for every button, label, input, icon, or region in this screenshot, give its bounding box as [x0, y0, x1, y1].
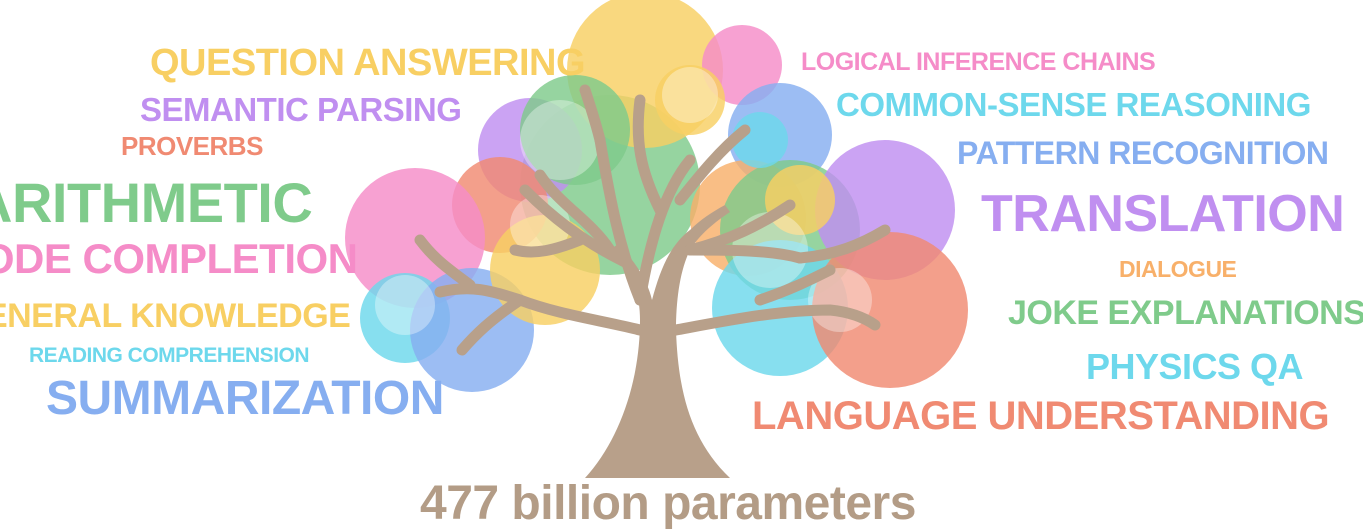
foliage-bubble: [702, 25, 782, 105]
capability-arithmetic: ARITHMETIC: [0, 171, 313, 234]
capability-reading-comprehension: READING COMPREHENSION: [29, 344, 310, 367]
tree-branch: [754, 264, 836, 306]
bubble-highlight: [375, 275, 435, 335]
foliage-bubble: [765, 165, 835, 235]
capability-physics-qa: PHYSICS QA: [1086, 346, 1304, 387]
capability-semantic-parsing: SEMANTIC PARSING: [140, 91, 462, 128]
capability-question-answering: QUESTION ANSWERING: [150, 42, 586, 84]
capability-general-knowledge: GENERAL KNOWLEDGE: [0, 297, 351, 335]
capability-summarization: SUMMARIZATION: [46, 372, 444, 425]
tree-branch: [509, 234, 586, 258]
bubble-highlight: [662, 67, 718, 123]
capability-pattern-recognition: PATTERN RECOGNITION: [957, 135, 1329, 171]
capability-code-completion: CODE COMPLETION: [0, 235, 358, 282]
tree-branch: [456, 294, 526, 356]
tree-branch: [684, 199, 796, 256]
tree-branch: [594, 134, 646, 306]
foliage-bubble: [812, 232, 968, 388]
capability-translation: TRANSLATION: [981, 185, 1345, 243]
tree-trunk: [585, 205, 730, 478]
parameter-count-caption: 477 billion parameters: [420, 477, 916, 530]
capability-logical-inference-chains: LOGICAL INFERENCE CHAINS: [801, 48, 1156, 76]
tree-branch: [674, 124, 751, 206]
tree-branch: [632, 94, 666, 216]
capability-proverbs: PROVERBS: [121, 131, 263, 161]
tree-branch: [414, 234, 476, 291]
capability-joke-explanations: JOKE EXPLANATIONS: [1008, 294, 1363, 332]
tree-trunk-and-branches: [414, 84, 891, 478]
capability-dialogue: DIALOGUE: [1119, 256, 1237, 282]
tree-branch: [794, 224, 891, 264]
tree-branch: [579, 84, 606, 146]
capability-common-sense-reasoning: COMMON-SENSE REASONING: [836, 86, 1311, 123]
tree-branch: [634, 154, 696, 306]
bubble-highlight: [520, 100, 600, 180]
tree-branch: [534, 169, 616, 256]
capability-language-understanding: LANGUAGE UNDERSTANDING: [752, 394, 1330, 438]
foliage-bubble: [655, 65, 725, 135]
tree-branch: [670, 304, 881, 336]
